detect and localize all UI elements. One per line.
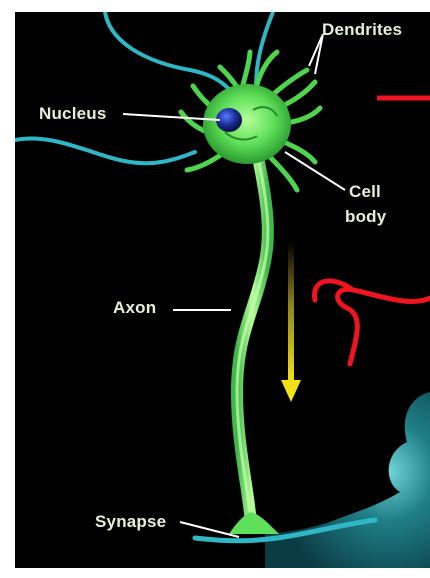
cell-body [203,84,291,164]
signal-arrow-shaft [288,242,294,382]
axon-terminal [229,512,279,534]
cell-body-label-line2: body [345,207,386,227]
nucleus-label: Nucleus [39,104,107,124]
neuron-illustration [15,12,430,568]
axon-label: Axon [113,298,156,318]
cell-body-label-line1: Cell [349,182,381,202]
neuron-diagram: Dendrites Nucleus Cell body Axon Synapse [15,12,430,568]
signal-arrow-head [281,380,301,402]
dendrites-label: Dendrites [322,20,402,40]
target-cell [265,392,430,568]
synapse-label: Synapse [95,512,166,532]
red-annotation-curve [338,289,430,364]
